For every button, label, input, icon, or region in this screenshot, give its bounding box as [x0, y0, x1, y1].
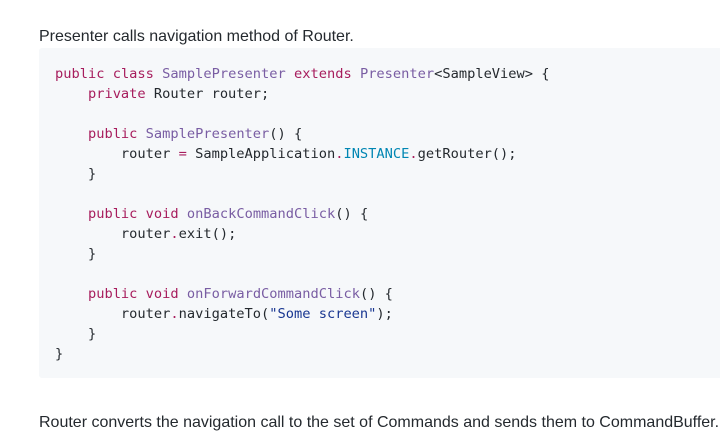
code-token-plain: () {: [359, 286, 393, 302]
code-token-plain: [286, 66, 294, 82]
code-token-plain: }: [55, 346, 64, 362]
code-token-plain: <SampleView>: [434, 66, 534, 82]
code-token-string: "Some screen": [269, 306, 377, 322]
code-line: router.exit();: [55, 224, 550, 244]
code-token-keyword: extends: [294, 66, 352, 82]
code-token-keyword: class: [112, 66, 154, 82]
code-line: }: [55, 164, 550, 184]
code-token-func: SamplePresenter: [145, 126, 270, 142]
code-token-keyword: public: [55, 66, 105, 82]
code-line: }: [55, 344, 550, 364]
code-token-plain: Router router;: [145, 86, 270, 102]
code-token-plain: SampleApplication: [186, 146, 336, 162]
code-token-plain: () {: [269, 126, 303, 142]
code-line: [55, 184, 550, 204]
code-token-plain: }: [55, 246, 97, 262]
code-line: [55, 264, 550, 284]
code-token-plain: navigateTo(: [178, 306, 270, 322]
code-token-plain: router: [55, 146, 179, 162]
code-token-plain: getRouter();: [417, 146, 517, 162]
code-token-plain: {: [533, 66, 550, 82]
code-line: public void onBackCommandClick() {: [55, 204, 550, 224]
code-token-keyword: void: [145, 206, 179, 222]
code-token-plain: [137, 286, 145, 302]
code-token-func: onForwardCommandClick: [186, 286, 360, 302]
code-line: }: [55, 244, 550, 264]
code-token-plain: router: [55, 306, 171, 322]
code-block: public class SamplePresenter extends Pre…: [39, 48, 720, 378]
code-token-op: .: [409, 146, 418, 162]
java-code: public class SamplePresenter extends Pre…: [55, 64, 550, 364]
code-token-op: .: [170, 226, 179, 242]
code-token-plain: [179, 286, 187, 302]
code-token-plain: }: [55, 326, 97, 342]
code-token-plain: exit();: [178, 226, 237, 242]
code-token-keyword: private: [87, 86, 146, 102]
code-line: [55, 104, 550, 124]
code-line: router = SampleApplication.INSTANCE.getR…: [55, 144, 550, 164]
code-line: private Router router;: [55, 84, 550, 104]
code-token-plain: [55, 86, 88, 102]
code-token-plain: }: [55, 166, 97, 182]
intro-paragraph: Presenter calls navigation method of Rou…: [39, 28, 354, 45]
code-token-type: SamplePresenter: [162, 66, 286, 82]
code-token-func: onBackCommandClick: [186, 206, 336, 222]
code-line: router.navigateTo("Some screen");: [55, 304, 550, 324]
code-token-constant: INSTANCE: [343, 146, 410, 162]
code-token-keyword: public: [87, 286, 138, 302]
code-token-plain: router: [55, 226, 171, 242]
code-token-op: .: [335, 146, 344, 162]
code-token-op: .: [170, 306, 179, 322]
code-token-type: Presenter: [359, 66, 435, 82]
code-token-keyword: void: [145, 286, 179, 302]
code-token-plain: [137, 206, 145, 222]
code-token-plain: [179, 206, 187, 222]
code-token-plain: [55, 286, 88, 302]
code-token-plain: );: [376, 306, 393, 322]
code-line: public void onForwardCommandClick() {: [55, 284, 550, 304]
code-token-keyword: public: [87, 126, 138, 142]
code-token-plain: [104, 66, 112, 82]
code-token-keyword: public: [87, 206, 138, 222]
code-token-plain: () {: [335, 206, 369, 222]
code-line: }: [55, 324, 550, 344]
code-token-plain: [137, 126, 145, 142]
code-token-plain: [154, 66, 162, 82]
code-line: public class SamplePresenter extends Pre…: [55, 64, 550, 84]
outro-paragraph: Router converts the navigation call to t…: [39, 414, 720, 431]
code-line: public SamplePresenter() {: [55, 124, 550, 144]
code-token-plain: [55, 206, 88, 222]
code-token-plain: [352, 66, 360, 82]
code-token-plain: [55, 126, 88, 142]
code-token-op: =: [178, 146, 187, 162]
